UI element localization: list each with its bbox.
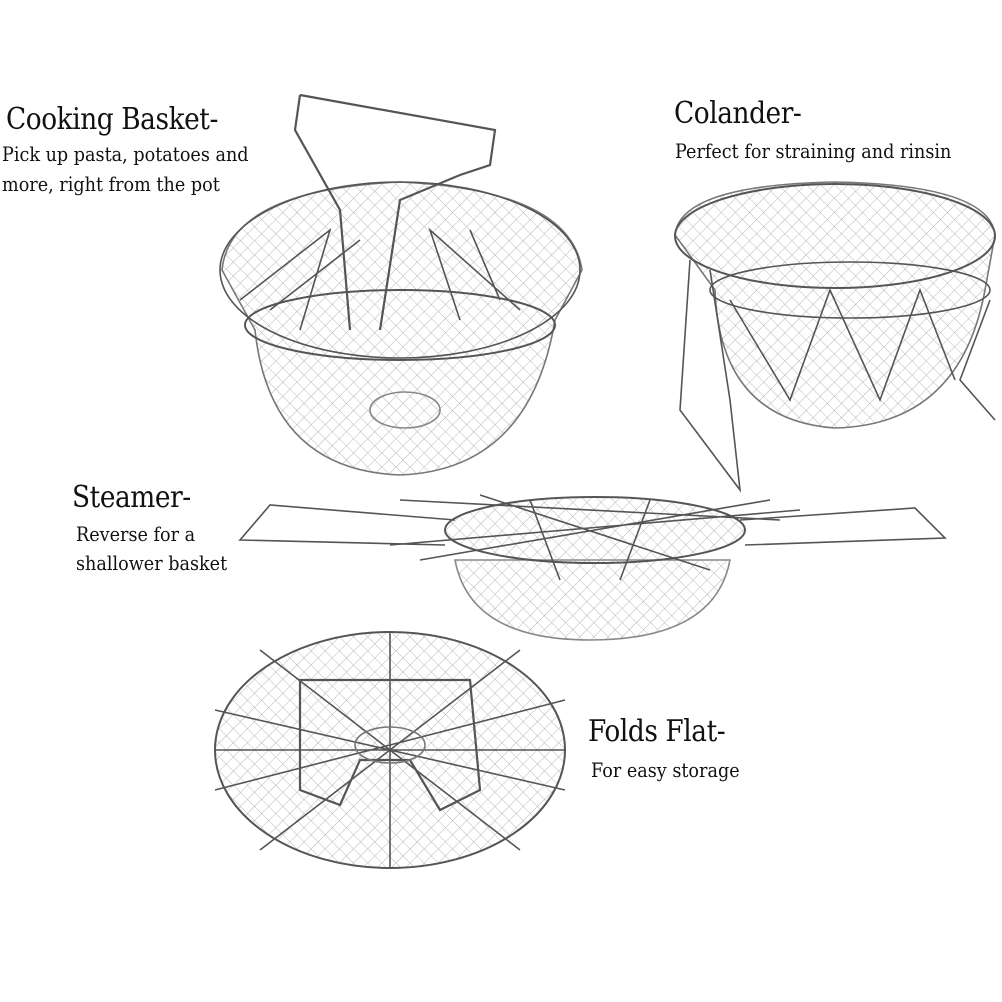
cooking-basket-description-line-2: more, right from the pot [2,172,220,196]
folds-flat-description: For easy storage [591,758,740,782]
steamer-description-line-2: shallower basket [76,551,228,575]
steamer-title: Steamer- [72,480,191,515]
colander-illustration [674,181,996,493]
cooking-basket-illustration [219,93,583,476]
folds-flat-title: Folds Flat- [588,714,726,749]
colander-title: Colander- [674,96,802,131]
steamer-description-line-1: Reverse for a [76,522,196,546]
cooking-basket-description-line-1: Pick up pasta, potatoes and [2,142,249,166]
steamer-illustration [238,494,947,641]
colander-description: Perfect for straining and rinsin [675,139,952,163]
folded-flat-illustration [214,631,566,869]
cooking-basket-title: Cooking Basket- [6,102,218,137]
